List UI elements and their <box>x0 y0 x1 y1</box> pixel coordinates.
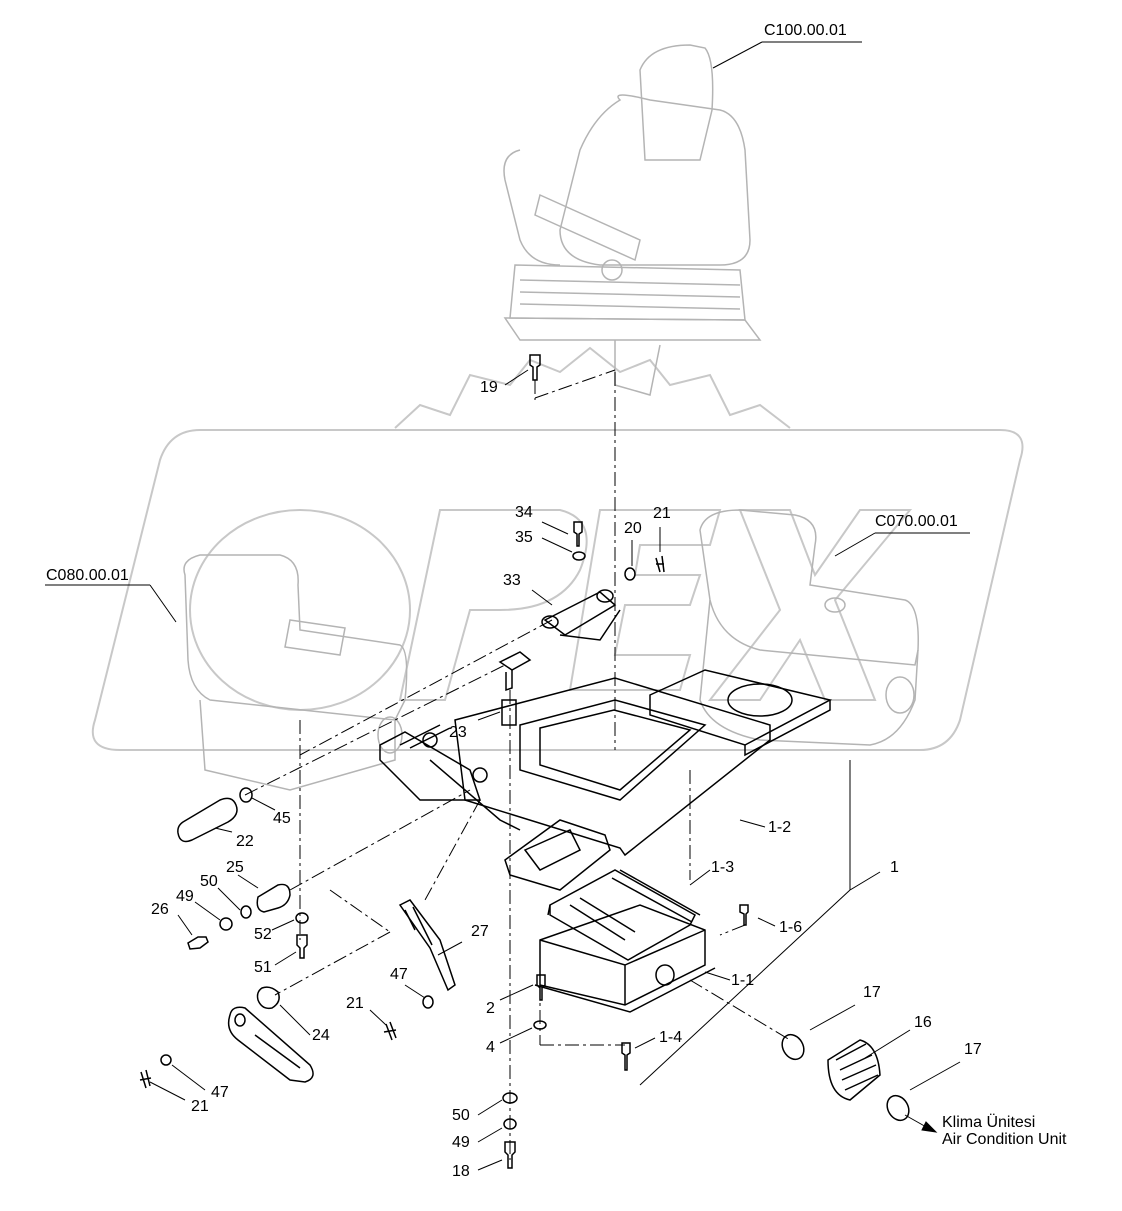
part-label-17-a: 17 <box>863 984 881 1001</box>
leader-lines <box>45 41 970 1171</box>
part-label-23: 23 <box>449 724 467 741</box>
part-label-50-left: 50 <box>200 873 218 890</box>
part-label-45: 45 <box>273 810 291 827</box>
part-label-51: 51 <box>254 959 272 976</box>
destination-label: Klima Ünitesi Air Condition Unit <box>942 1114 1067 1149</box>
part-label-21-mid: 21 <box>346 995 364 1012</box>
part-label-21-low: 21 <box>191 1098 209 1115</box>
destination-line-en: Air Condition Unit <box>942 1130 1067 1148</box>
part-label-1-2: 1-2 <box>768 819 792 836</box>
arrow-to-ac-unit <box>904 1114 938 1133</box>
part-label-22: 22 <box>236 833 254 850</box>
part-label-25: 25 <box>226 859 244 876</box>
part-label-1-1: 1-1 <box>731 972 755 989</box>
part-label-4: 4 <box>486 1039 495 1056</box>
centerlines <box>244 369 791 1160</box>
part-label-47-low: 47 <box>211 1084 229 1101</box>
mechanical-parts <box>139 354 910 1169</box>
part-label-24: 24 <box>312 1027 330 1044</box>
part-label-35: 35 <box>515 529 533 546</box>
slide-box <box>539 904 706 1006</box>
part-label-1-4: 1-4 <box>659 1029 683 1046</box>
part-label-16: 16 <box>914 1014 932 1031</box>
ref-seat-label: C100.00.01 <box>764 22 847 39</box>
part-label-1: 1 <box>890 859 899 876</box>
watermark-logo <box>91 346 1024 751</box>
left-console-ghost <box>183 554 408 791</box>
part-label-26: 26 <box>151 901 169 918</box>
part-label-47-mid: 47 <box>390 966 408 983</box>
part-label-1-6: 1-6 <box>779 919 803 936</box>
part-label-19: 19 <box>480 379 498 396</box>
part-label-49-left: 49 <box>176 888 194 905</box>
part-label-27: 27 <box>471 923 489 940</box>
destination-line-tr: Klima Ünitesi <box>942 1114 1036 1131</box>
part-label-34: 34 <box>515 504 533 521</box>
part-label-49-bottom: 49 <box>452 1134 470 1151</box>
part-label-2: 2 <box>486 1000 495 1017</box>
main-plate <box>454 677 771 857</box>
part-label-33: 33 <box>503 572 521 589</box>
ref-right-console-label: C070.00.01 <box>875 513 958 530</box>
right-console-ghost <box>699 509 919 746</box>
part-label-1-3: 1-3 <box>711 859 735 876</box>
part-label-21-top: 21 <box>653 505 671 522</box>
part-label-18: 18 <box>452 1163 470 1180</box>
ref-left-console-label: C080.00.01 <box>46 567 129 584</box>
seat-ghost <box>503 44 762 396</box>
part-label-17-b: 17 <box>964 1041 982 1058</box>
part-label-52: 52 <box>254 926 272 943</box>
part-label-50-bottom: 50 <box>452 1107 470 1124</box>
part-label-20: 20 <box>624 520 642 537</box>
